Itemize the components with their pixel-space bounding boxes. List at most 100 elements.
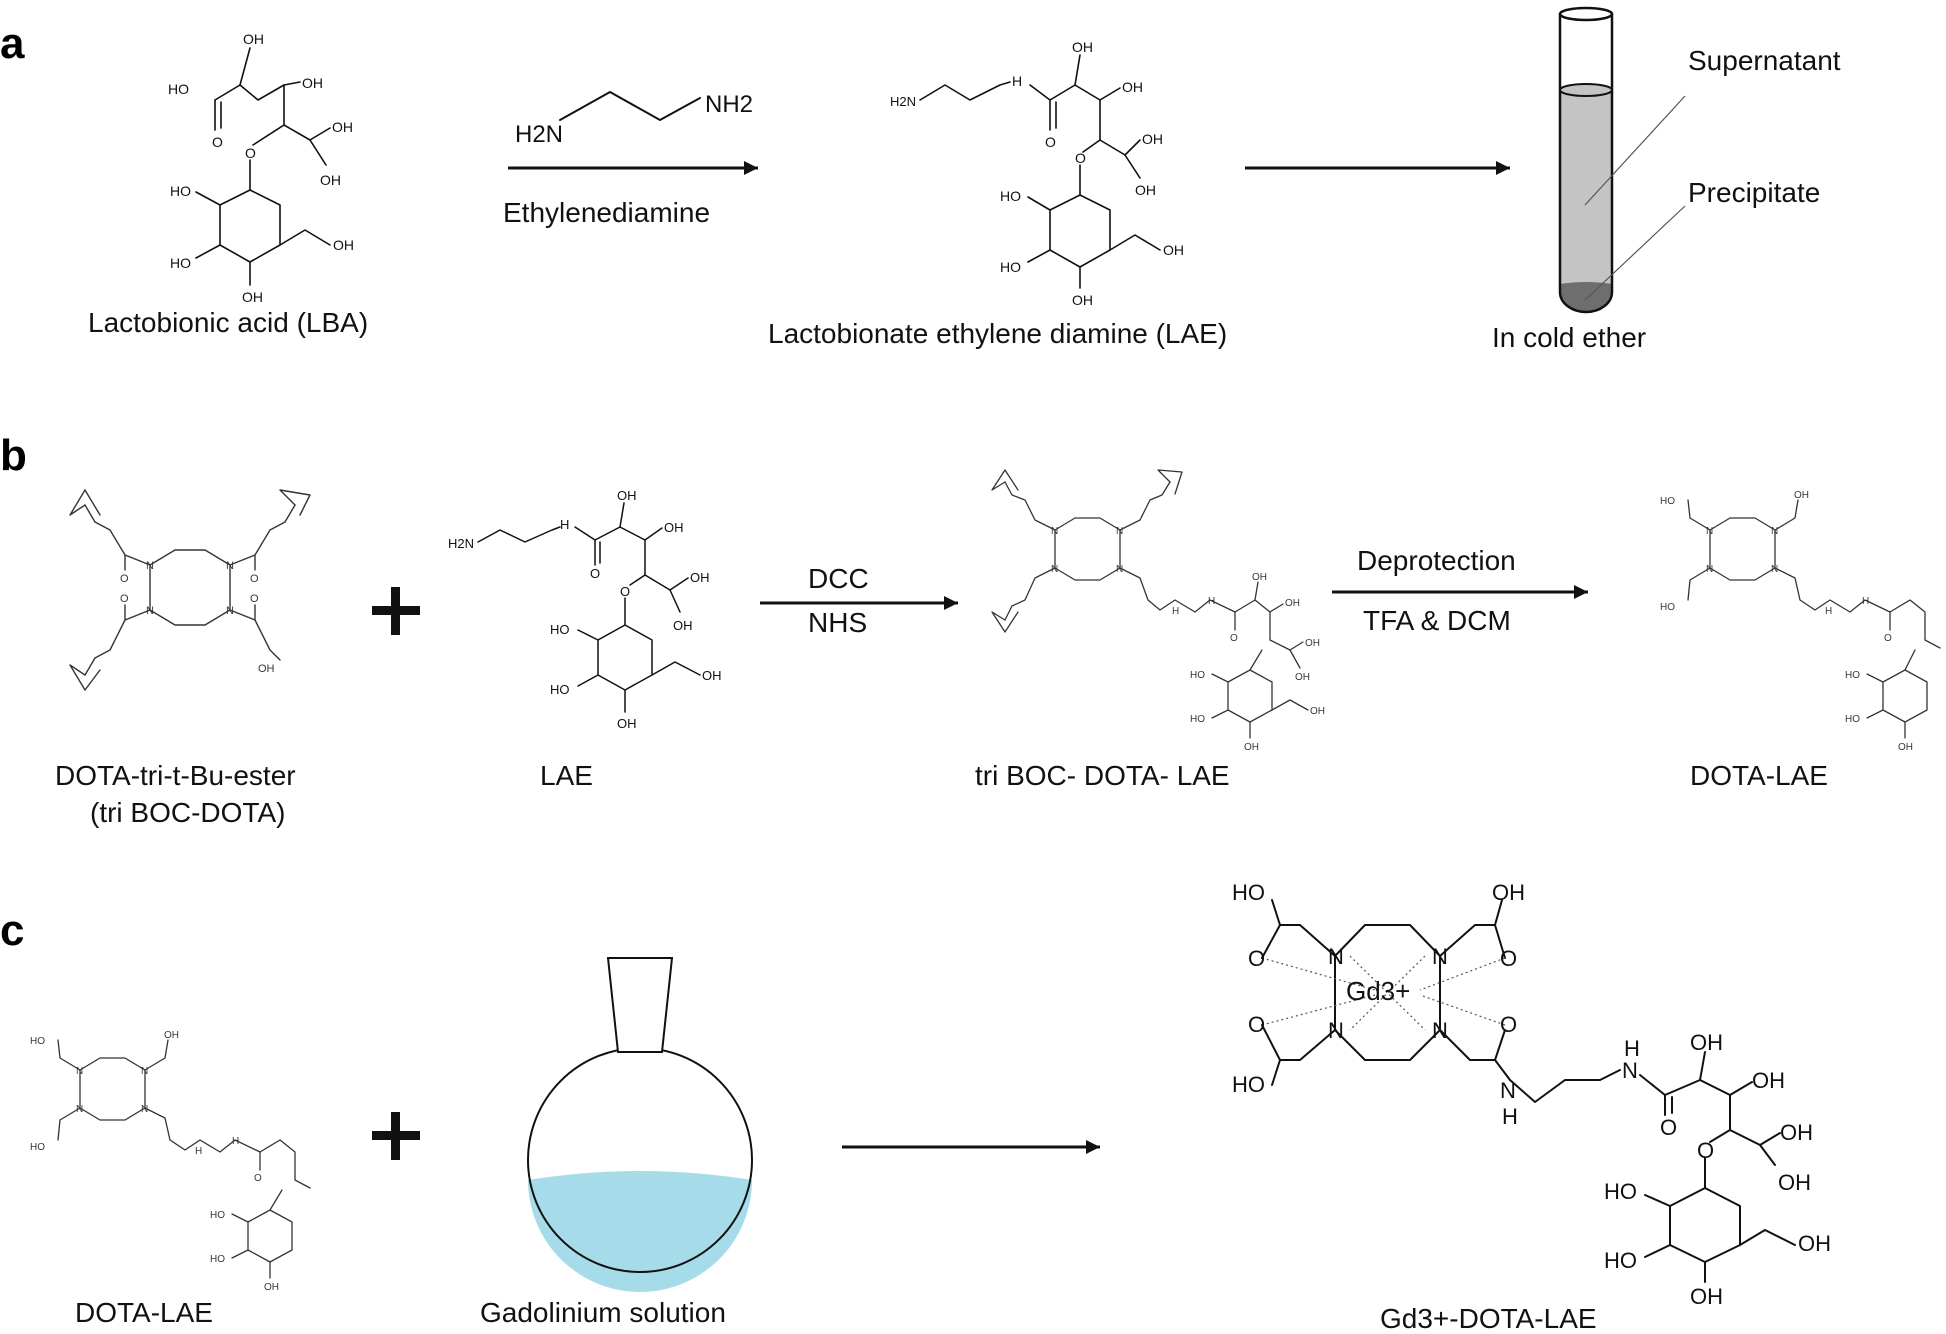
arrow-top-label-2: Deprotection <box>1357 545 1516 576</box>
atom: HO <box>1845 670 1860 681</box>
arrowhead <box>1496 161 1510 175</box>
atom: H <box>1208 596 1215 607</box>
atom: H2N <box>448 536 474 551</box>
atom: N <box>76 1104 83 1115</box>
atom: O <box>245 145 256 161</box>
lba-label: Lactobionic acid (LBA) <box>88 307 368 338</box>
atom: OH <box>1072 292 1093 308</box>
atom: OH <box>1285 598 1300 609</box>
atom: O <box>1075 150 1086 166</box>
atom: OH <box>664 520 684 535</box>
atom: OH <box>702 668 722 683</box>
atom: HO <box>550 682 570 697</box>
atom: H <box>1012 73 1022 89</box>
atom: OH <box>1798 1231 1831 1256</box>
atom: OH <box>242 289 263 305</box>
atom: OH <box>1072 39 1093 55</box>
atom: N <box>1432 944 1448 969</box>
atom: H <box>560 517 569 532</box>
atom: O <box>120 593 129 605</box>
atom: HO <box>1660 602 1675 613</box>
atom: OH <box>1780 1120 1813 1145</box>
lae-structure-a: H2N H O OH OH OH OH O HO HO OH OH <box>890 39 1184 308</box>
reagent-label: Ethylenediamine <box>503 197 710 228</box>
atom: OH <box>264 1282 279 1293</box>
atom: HO <box>550 622 570 637</box>
arrowhead <box>944 596 958 610</box>
atom: N <box>1500 1078 1516 1103</box>
atom: OH <box>320 172 341 188</box>
atom: H2N <box>890 94 916 109</box>
atom: N <box>1432 1018 1448 1043</box>
atom: HO <box>1660 496 1675 507</box>
dota-lae-structure-c: N N N N HO OH HO H H O HO HO OH <box>30 1030 311 1293</box>
atom: HO <box>1000 259 1021 275</box>
atom: OH <box>617 716 637 731</box>
atom: OH <box>332 119 353 135</box>
atom: OH <box>1244 742 1259 753</box>
atom: OH <box>1690 1284 1723 1309</box>
atom: O <box>590 566 600 581</box>
atom: OH <box>617 488 637 503</box>
arrowhead <box>1086 1140 1100 1154</box>
atom: O <box>1660 1115 1677 1140</box>
dota-lae-label-c: DOTA-LAE <box>75 1297 213 1328</box>
atom: OH <box>1163 242 1184 258</box>
gd-solution-label: Gadolinium solution <box>480 1297 726 1328</box>
atom: NH2 <box>705 91 753 118</box>
atom: OH <box>1142 131 1163 147</box>
atom: OH <box>302 75 323 91</box>
gd-dota-lae-structure: Gd3+ N N N N HO OH O O O O HO N H N H O … <box>1232 880 1831 1309</box>
panel-b-letter: b <box>0 431 27 480</box>
atom: OH <box>1310 706 1325 717</box>
atom: O <box>1884 633 1892 644</box>
atom: N <box>1116 526 1123 537</box>
atom: HO <box>210 1254 225 1265</box>
atom: H <box>1502 1104 1518 1129</box>
atom: O <box>250 573 259 585</box>
atom: OH <box>1898 742 1913 753</box>
gd-ion-label: Gd3+ <box>1346 976 1410 1006</box>
atom: O <box>212 134 223 150</box>
cold-ether-label: In cold ether <box>1492 322 1646 353</box>
test-tube-icon <box>1558 6 1686 314</box>
atom: OH <box>690 570 710 585</box>
atom: O <box>1230 633 1238 644</box>
atom: O <box>1248 1012 1265 1037</box>
atom: O <box>1045 134 1056 150</box>
supernatant-fill <box>1560 90 1612 312</box>
triboc-structure: N N N N H H O OH OH OH OH HO HO OH OH <box>991 469 1325 753</box>
atom: N <box>1116 564 1123 575</box>
atom: H <box>1624 1036 1640 1061</box>
atom: O <box>1500 946 1517 971</box>
atom: N <box>1051 526 1058 537</box>
atom: HO <box>1232 1072 1265 1097</box>
round-bottom-flask-icon <box>527 957 753 1292</box>
atom: HO <box>1845 714 1860 725</box>
solution-fill <box>528 1171 752 1292</box>
atom: OH <box>258 663 275 675</box>
atom: H <box>232 1136 239 1147</box>
dota-lae-label-b: DOTA-LAE <box>1690 760 1828 791</box>
atom: OH <box>1492 880 1525 905</box>
atom: OH <box>1305 638 1320 649</box>
arrowhead <box>1574 585 1588 599</box>
product-label: Gd3+-DOTA-LAE <box>1380 1303 1597 1334</box>
atom: OH <box>1135 182 1156 198</box>
lae-label-a: Lactobionate ethylene diamine (LAE) <box>768 318 1227 349</box>
lae-label-b: LAE <box>540 760 593 791</box>
atom: N <box>226 560 234 572</box>
precipitate-label: Precipitate <box>1688 177 1820 208</box>
arrow-bottom-label-1: NHS <box>808 607 867 638</box>
atom: N <box>1706 564 1713 575</box>
plus-icon <box>372 587 420 635</box>
atom: HO <box>170 183 191 199</box>
precipitate-fill <box>1560 282 1612 312</box>
atom: OH <box>1295 672 1310 683</box>
atom: HO <box>1190 670 1205 681</box>
lae-structure-b: H2N H O OH OH OH OH O HO HO OH OH <box>448 488 722 731</box>
atom: OH <box>164 1030 179 1041</box>
atom: N <box>146 560 154 572</box>
ethylenediamine-structure: H2N NH2 <box>515 91 753 148</box>
atom: N <box>226 605 234 617</box>
